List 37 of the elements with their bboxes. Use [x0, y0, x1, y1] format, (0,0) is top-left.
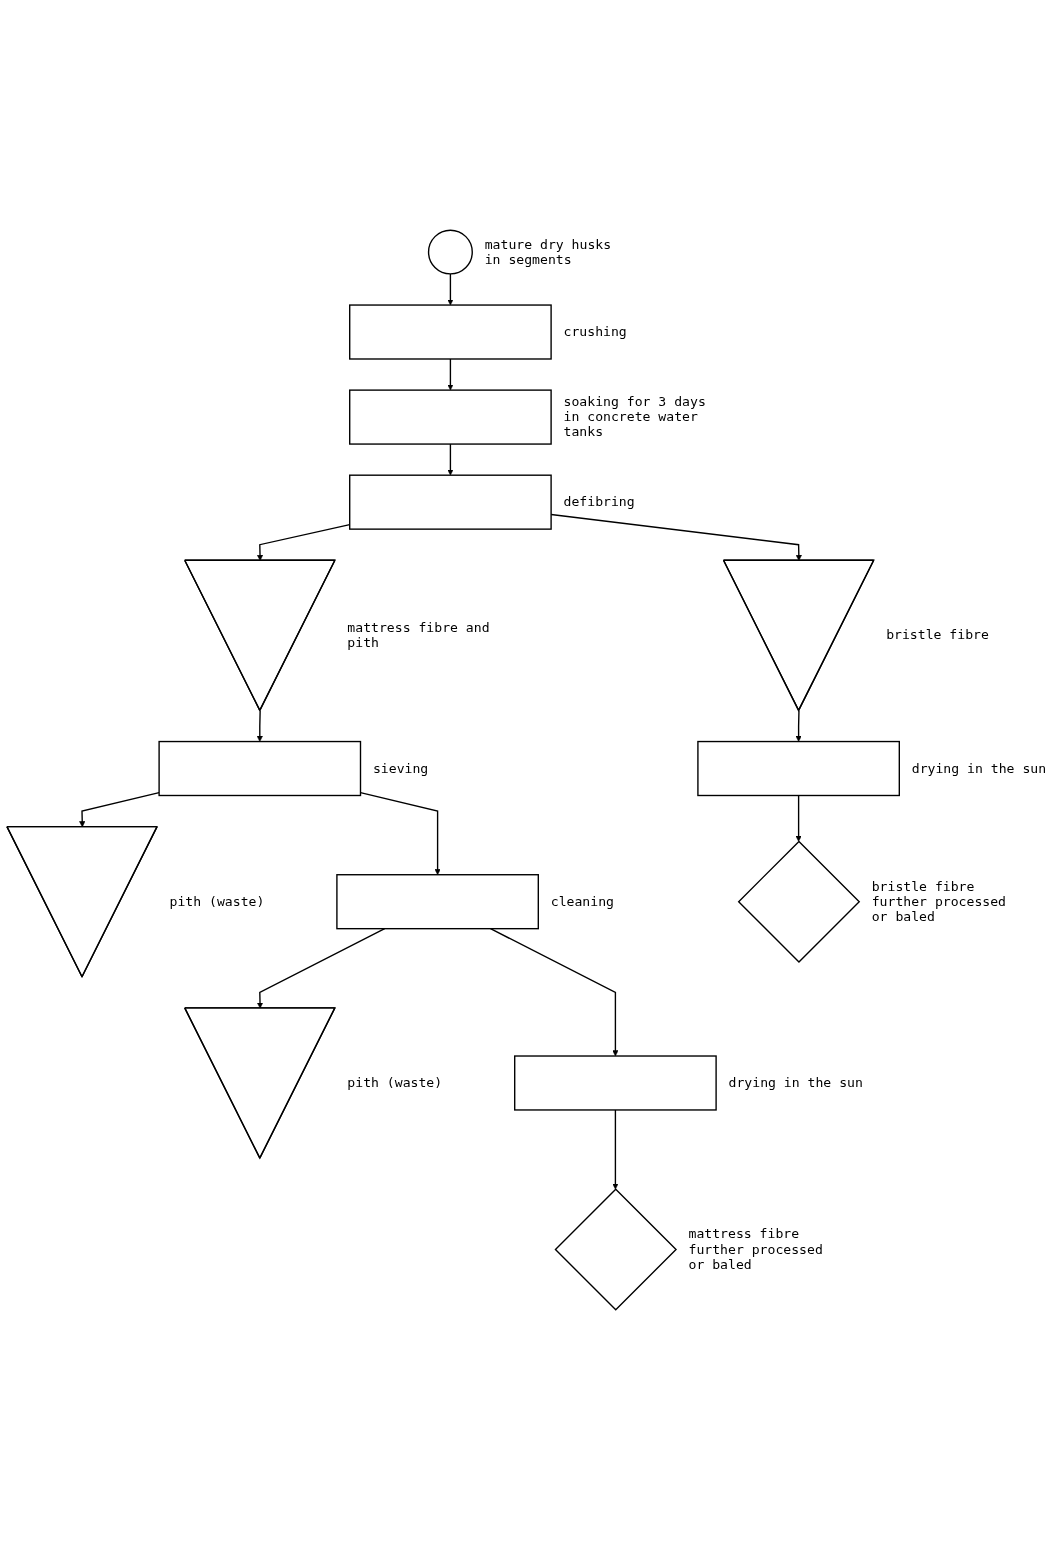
arrow [447, 358, 454, 391]
process-box [349, 474, 552, 530]
step-label: mattress fibre further processed or baled [688, 1226, 823, 1272]
step-label: mattress fibre and pith [347, 619, 490, 651]
step-label: drying in the sun [728, 1075, 863, 1091]
arrow [447, 273, 454, 306]
step-label: bristle fibre [886, 627, 989, 643]
arrow [795, 710, 802, 742]
arrow [612, 1109, 619, 1190]
process-box [158, 740, 362, 797]
process-box [514, 1055, 717, 1111]
product-diamond [554, 1188, 677, 1311]
step-label: drying in the sun [911, 760, 1047, 776]
arrow [489, 927, 619, 1057]
arrow [79, 791, 160, 828]
step-label: pith (waste) [169, 893, 265, 909]
arrow [795, 794, 802, 842]
step-label: cleaning [550, 893, 614, 909]
step-label: sieving [372, 760, 429, 776]
process-box [697, 740, 900, 797]
start-circle [427, 229, 473, 275]
product-diamond [737, 840, 861, 963]
arrow [256, 710, 263, 742]
arrow [447, 443, 454, 476]
step-label: pith (waste) [347, 1075, 443, 1091]
process-box [349, 304, 552, 360]
step-label: soaking for 3 days in concrete water tanks [563, 394, 706, 440]
step-label: bristle fibre further processed or baled [871, 878, 1007, 925]
arrow [359, 791, 441, 875]
step-label: mature dry husks in segments [484, 236, 612, 267]
arrow [257, 927, 386, 1009]
storage-triangle [184, 1007, 336, 1159]
step-label: crushing [563, 324, 627, 340]
step-label: defibring [563, 494, 635, 510]
process-box [349, 389, 552, 445]
process-box [336, 874, 539, 930]
storage-triangle [722, 559, 875, 712]
